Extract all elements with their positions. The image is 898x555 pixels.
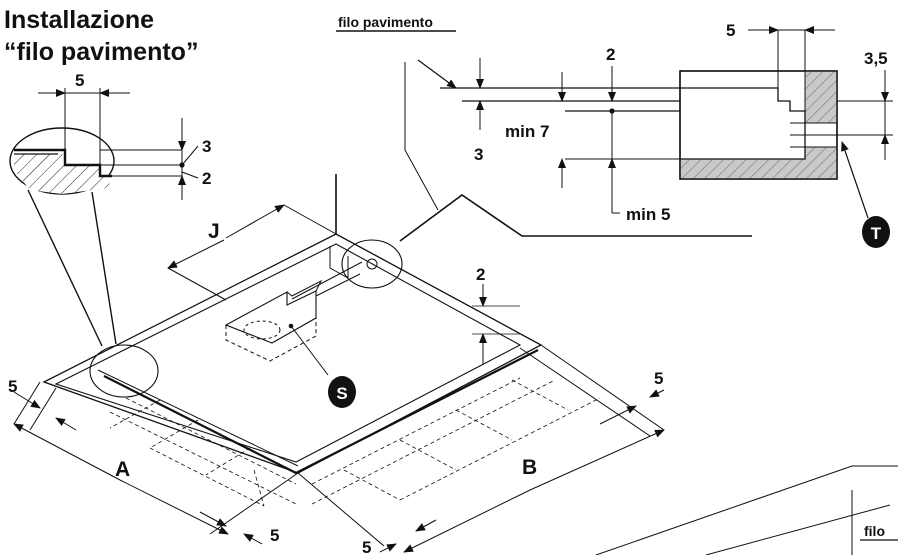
detail-zoom-left [9,88,199,347]
floor-label-top: filo pavimento [338,14,433,30]
title-line-2: “filo pavimento” [4,38,199,66]
callout-t-label: T [871,224,882,243]
dim-3-top: 3 [474,145,483,164]
floor-label-cut: filo [864,523,885,539]
dim-min5: min 5 [626,205,670,224]
frame-isometric [13,174,898,555]
section-detail-top [336,26,893,242]
callout-s: S [328,376,356,408]
dim-5-top-right: 5 [726,21,735,40]
dim-3-detail: 3 [202,137,211,156]
dim-B: B [522,456,537,479]
dim-5-left: 5 [8,377,17,396]
dim-2-frame: 2 [476,265,485,284]
callout-t: T [862,216,890,248]
dim-min7: min 7 [505,122,549,141]
dim-3-5: 3,5 [864,49,888,68]
dim-5-bottom-a: 5 [270,526,279,545]
dim-5-bottom-b: 5 [362,538,371,555]
callout-s-label: S [336,384,347,403]
dim-A: A [115,458,130,481]
title-line-1: Installazione [4,6,155,34]
dim-2-detail: 2 [202,169,211,188]
dim-5-top-left: 5 [75,71,84,90]
dim-J: J [208,220,220,243]
dim-5-right: 5 [654,369,663,388]
dim-2-top: 2 [606,45,615,64]
